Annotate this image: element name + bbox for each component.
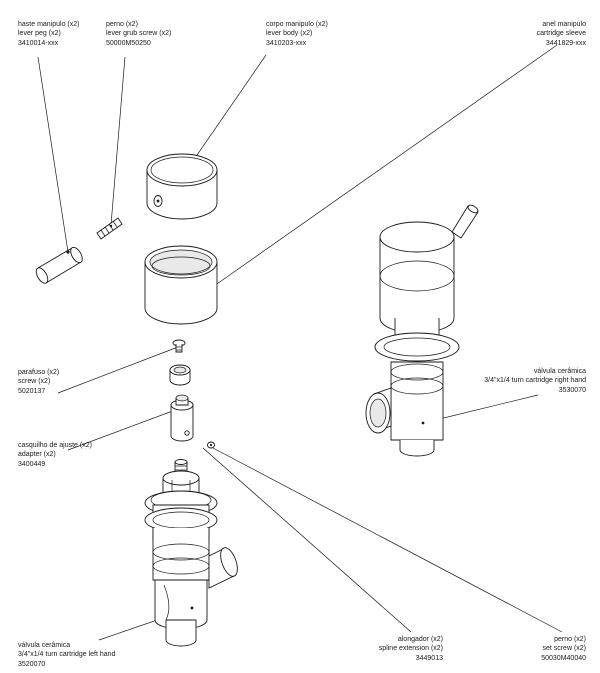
label-cartridge-sleeve-en: cartridge sleeve <box>536 30 586 38</box>
label-set-screw-code: 50030M40040 <box>541 654 586 662</box>
label-spline-extension-en: spline extension (x2) <box>378 645 443 653</box>
label-cartridge-sleeve: anel manipulo cartridge sleeve 3441829-x… <box>537 20 586 48</box>
label-grub-screw: perno (x2) lever grub screw (x2) 50000M5… <box>106 20 171 48</box>
label-grub-screw-code: 50000M50250 <box>106 39 151 47</box>
label-set-screw-en: set screw (x2) <box>542 645 586 653</box>
label-screw-code: 5020137 <box>18 387 46 395</box>
label-lever-body-code: 3410203-xxx <box>266 39 307 47</box>
label-lever-body: corpo manipulo (x2) lever body (x2) 3410… <box>266 20 328 48</box>
label-adapter: casquilho de ajuste (x2) adapter (x2) 34… <box>18 441 92 469</box>
label-grub-screw-en: lever grub screw (x2) <box>106 30 172 38</box>
label-cartridge-sleeve-code: 3441829-xxx <box>545 39 586 47</box>
right-cartridge-part <box>365 204 479 457</box>
screw-part <box>172 339 186 353</box>
label-adapter-it: casquilho de ajuste (x2) <box>18 442 92 449</box>
label-screw-en: screw (x2) <box>18 378 51 386</box>
label-lever-peg-code: 3410014-xxx <box>18 39 59 47</box>
label-lever-peg: haste manipulo (x2) lever peg (x2) 34100… <box>18 20 79 48</box>
label-cartridge-right-en: 3/4"x1/4 turn cartridge right hand <box>484 377 586 385</box>
left-cartridge-part <box>144 459 238 647</box>
label-cartridge-left: válvula cerâmica 3/4"x1/4 turn cartridge… <box>18 641 115 669</box>
label-cartridge-left-code: 3520070 <box>18 660 46 668</box>
label-set-screw: perno (x2) set screw (x2) 50030M40040 <box>541 635 586 663</box>
adapter-part <box>170 394 194 442</box>
leader-lines <box>37 44 563 641</box>
spline-extension-part <box>207 441 215 449</box>
label-lever-peg-it: haste manipulo (x2) <box>18 21 80 28</box>
label-adapter-en: adapter (x2) <box>18 451 56 459</box>
label-cartridge-left-it: válvula cerâmica <box>18 642 71 649</box>
label-cartridge-sleeve-it: anel manipulo <box>542 21 586 28</box>
label-lever-peg-en: lever peg (x2) <box>18 30 61 38</box>
label-lever-body-it: corpo manipulo (x2) <box>266 21 328 28</box>
washer-part <box>169 364 191 386</box>
label-adapter-code: 3400449 <box>18 460 46 468</box>
grub-screw-part <box>96 217 123 240</box>
label-spline-extension: alongador (x2) spline extension (x2) 344… <box>379 635 443 663</box>
label-screw: parafuso (x2) screw (x2) 5020137 <box>18 368 59 396</box>
label-grub-screw-it: perno (x2) <box>106 21 138 28</box>
label-screw-it: parafuso (x2) <box>18 369 60 376</box>
label-set-screw-it: perno (x2) <box>554 636 586 643</box>
label-cartridge-left-en: 3/4"x1/4 turn cartridge left hand <box>18 651 116 659</box>
lever-body-part <box>146 153 218 220</box>
label-cartridge-right: válvula cerâmica 3/4"x1/4 turn cartridge… <box>484 367 586 395</box>
cartridge-sleeve-part <box>144 245 218 325</box>
label-cartridge-right-it: válvula cerâmica <box>533 368 586 375</box>
label-lever-body-en: lever body (x2) <box>266 30 313 38</box>
label-spline-extension-code: 3449013 <box>415 654 443 662</box>
label-spline-extension-it: alongador (x2) <box>397 636 443 643</box>
label-cartridge-right-code: 3530070 <box>558 386 586 394</box>
lever-peg-part <box>35 246 83 284</box>
